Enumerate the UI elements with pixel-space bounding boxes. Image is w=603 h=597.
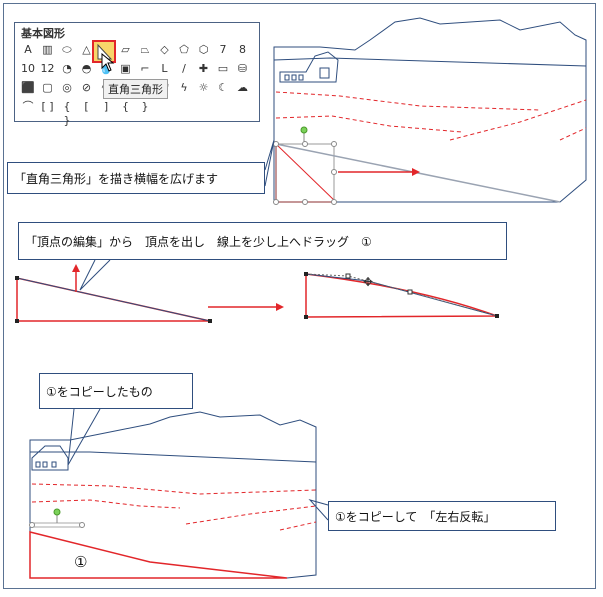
donut-icon[interactable]: ◎ [62, 81, 72, 94]
no-symbol-icon[interactable]: ⊘ [81, 81, 92, 94]
basic-shapes-panel: 基本図形 A▥⬭△▱⏢◇⬠⬡781012◔◓💧▣⌐L/✚▭⛁⬛▢◎⊘◠◱☺♡ϟ☼… [14, 22, 260, 127]
oval-icon[interactable]: ⬭ [62, 43, 72, 56]
double-bracket-icon[interactable]: [ ] [41, 100, 54, 113]
pentagon-icon[interactable]: ⬠ [179, 43, 189, 56]
vertical-text-box-icon[interactable]: ▥ [42, 43, 53, 56]
l-shape-icon[interactable]: L [161, 62, 168, 75]
callout-step2-text: 「頂点の編集」から 頂点を出し 線上を少し上へドラッグ ① [25, 234, 372, 249]
cube-icon[interactable]: ⬛ [21, 81, 35, 94]
chord-icon[interactable]: ◓ [81, 62, 92, 75]
mouse-cursor-icon [101, 53, 115, 72]
right-brace-icon[interactable]: } [141, 100, 149, 113]
dodecagon-icon[interactable]: 12 [40, 62, 55, 75]
parallelogram-icon[interactable]: ▱ [121, 43, 130, 56]
heptagon-icon[interactable]: 7 [219, 43, 227, 56]
shape-tooltip: 直角三角形 [103, 79, 168, 99]
sun-icon[interactable]: ☼ [198, 81, 209, 94]
callout-step1-text: 「直角三角形」を描き横幅を広げます [14, 171, 219, 186]
diagonal-stripe-icon[interactable]: / [182, 62, 186, 75]
cloud-icon[interactable]: ☁ [237, 81, 248, 94]
double-brace-icon[interactable]: { } [63, 100, 71, 127]
callout-step4: ①をコピーして 「左右反転」 [328, 501, 556, 531]
plus-icon[interactable]: ✚ [198, 62, 209, 75]
left-brace-icon[interactable]: { [122, 100, 129, 113]
triangle-after: ✥ [304, 272, 499, 319]
callout-step2: 「頂点の編集」から 頂点を出し 線上を少し上へドラッグ ① [18, 222, 507, 260]
callout-step3: ①をコピーしたもの [39, 373, 193, 409]
pie-icon[interactable]: ◔ [62, 62, 72, 75]
house-icon [279, 51, 339, 83]
octagon-icon[interactable]: 8 [239, 43, 246, 56]
frame-icon[interactable]: ▣ [120, 62, 131, 75]
hexagon-icon[interactable]: ⬡ [198, 43, 209, 56]
bevel-icon[interactable]: ▢ [42, 81, 53, 94]
moon-icon[interactable]: ☾ [218, 81, 228, 94]
half-frame-icon[interactable]: ⌐ [140, 62, 150, 75]
slide-frame [3, 3, 596, 589]
trapezoid-icon[interactable]: ⏢ [140, 43, 150, 56]
can-icon[interactable]: ⛁ [237, 62, 248, 75]
landscape-top [273, 17, 587, 205]
panel-title: 基本図形 [21, 27, 65, 40]
arc-icon[interactable]: ⌒ [22, 100, 34, 113]
triangle-before [15, 264, 212, 323]
triangle-icon[interactable]: △ [82, 43, 91, 56]
label-circle-one: ① [74, 553, 88, 571]
decagon-icon[interactable]: 10 [21, 62, 35, 75]
callout-step4-text: ①をコピーして 「左右反転」 [335, 509, 496, 524]
callout-step1: 「直角三角形」を描き横幅を広げます [7, 162, 265, 194]
callout-step3-text: ①をコピーしたもの [46, 384, 153, 399]
left-bracket-icon[interactable]: [ [84, 100, 89, 113]
right-bracket-icon[interactable]: ] [103, 100, 109, 113]
house-icon-bottom [31, 445, 69, 471]
plaque-icon[interactable]: ▭ [217, 62, 229, 75]
svg-text:✥: ✥ [363, 275, 373, 289]
lightning-icon[interactable]: ϟ [180, 81, 188, 94]
diamond-icon[interactable]: ◇ [160, 43, 169, 56]
text-box-icon[interactable]: A [24, 43, 32, 56]
landscape-bottom [29, 411, 317, 579]
